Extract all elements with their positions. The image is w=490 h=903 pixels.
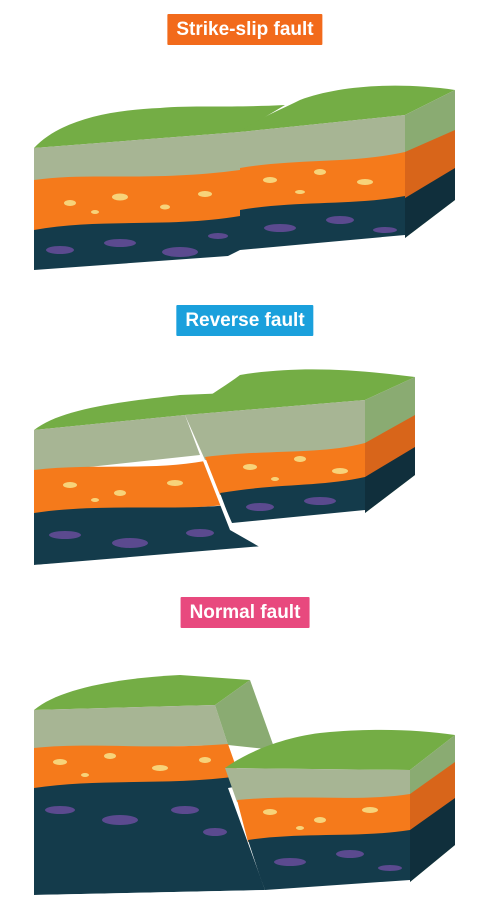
reverse-hangingwall-block [185,369,415,523]
strike-slip-fault-diagram [34,85,455,270]
reverse-footwall-block [34,393,265,565]
normal-fault-title: Normal fault [180,597,310,628]
normal-fault-diagram [34,675,455,895]
normal-hangingwall-block [225,729,455,890]
normal-footwall-block [34,675,275,895]
strike-left-block [34,105,285,270]
strike-right-block [240,85,455,250]
reverse-fault-title: Reverse fault [176,305,314,336]
strike-slip-fault-title: Strike-slip fault [167,14,323,45]
reverse-fault-diagram [34,369,415,565]
